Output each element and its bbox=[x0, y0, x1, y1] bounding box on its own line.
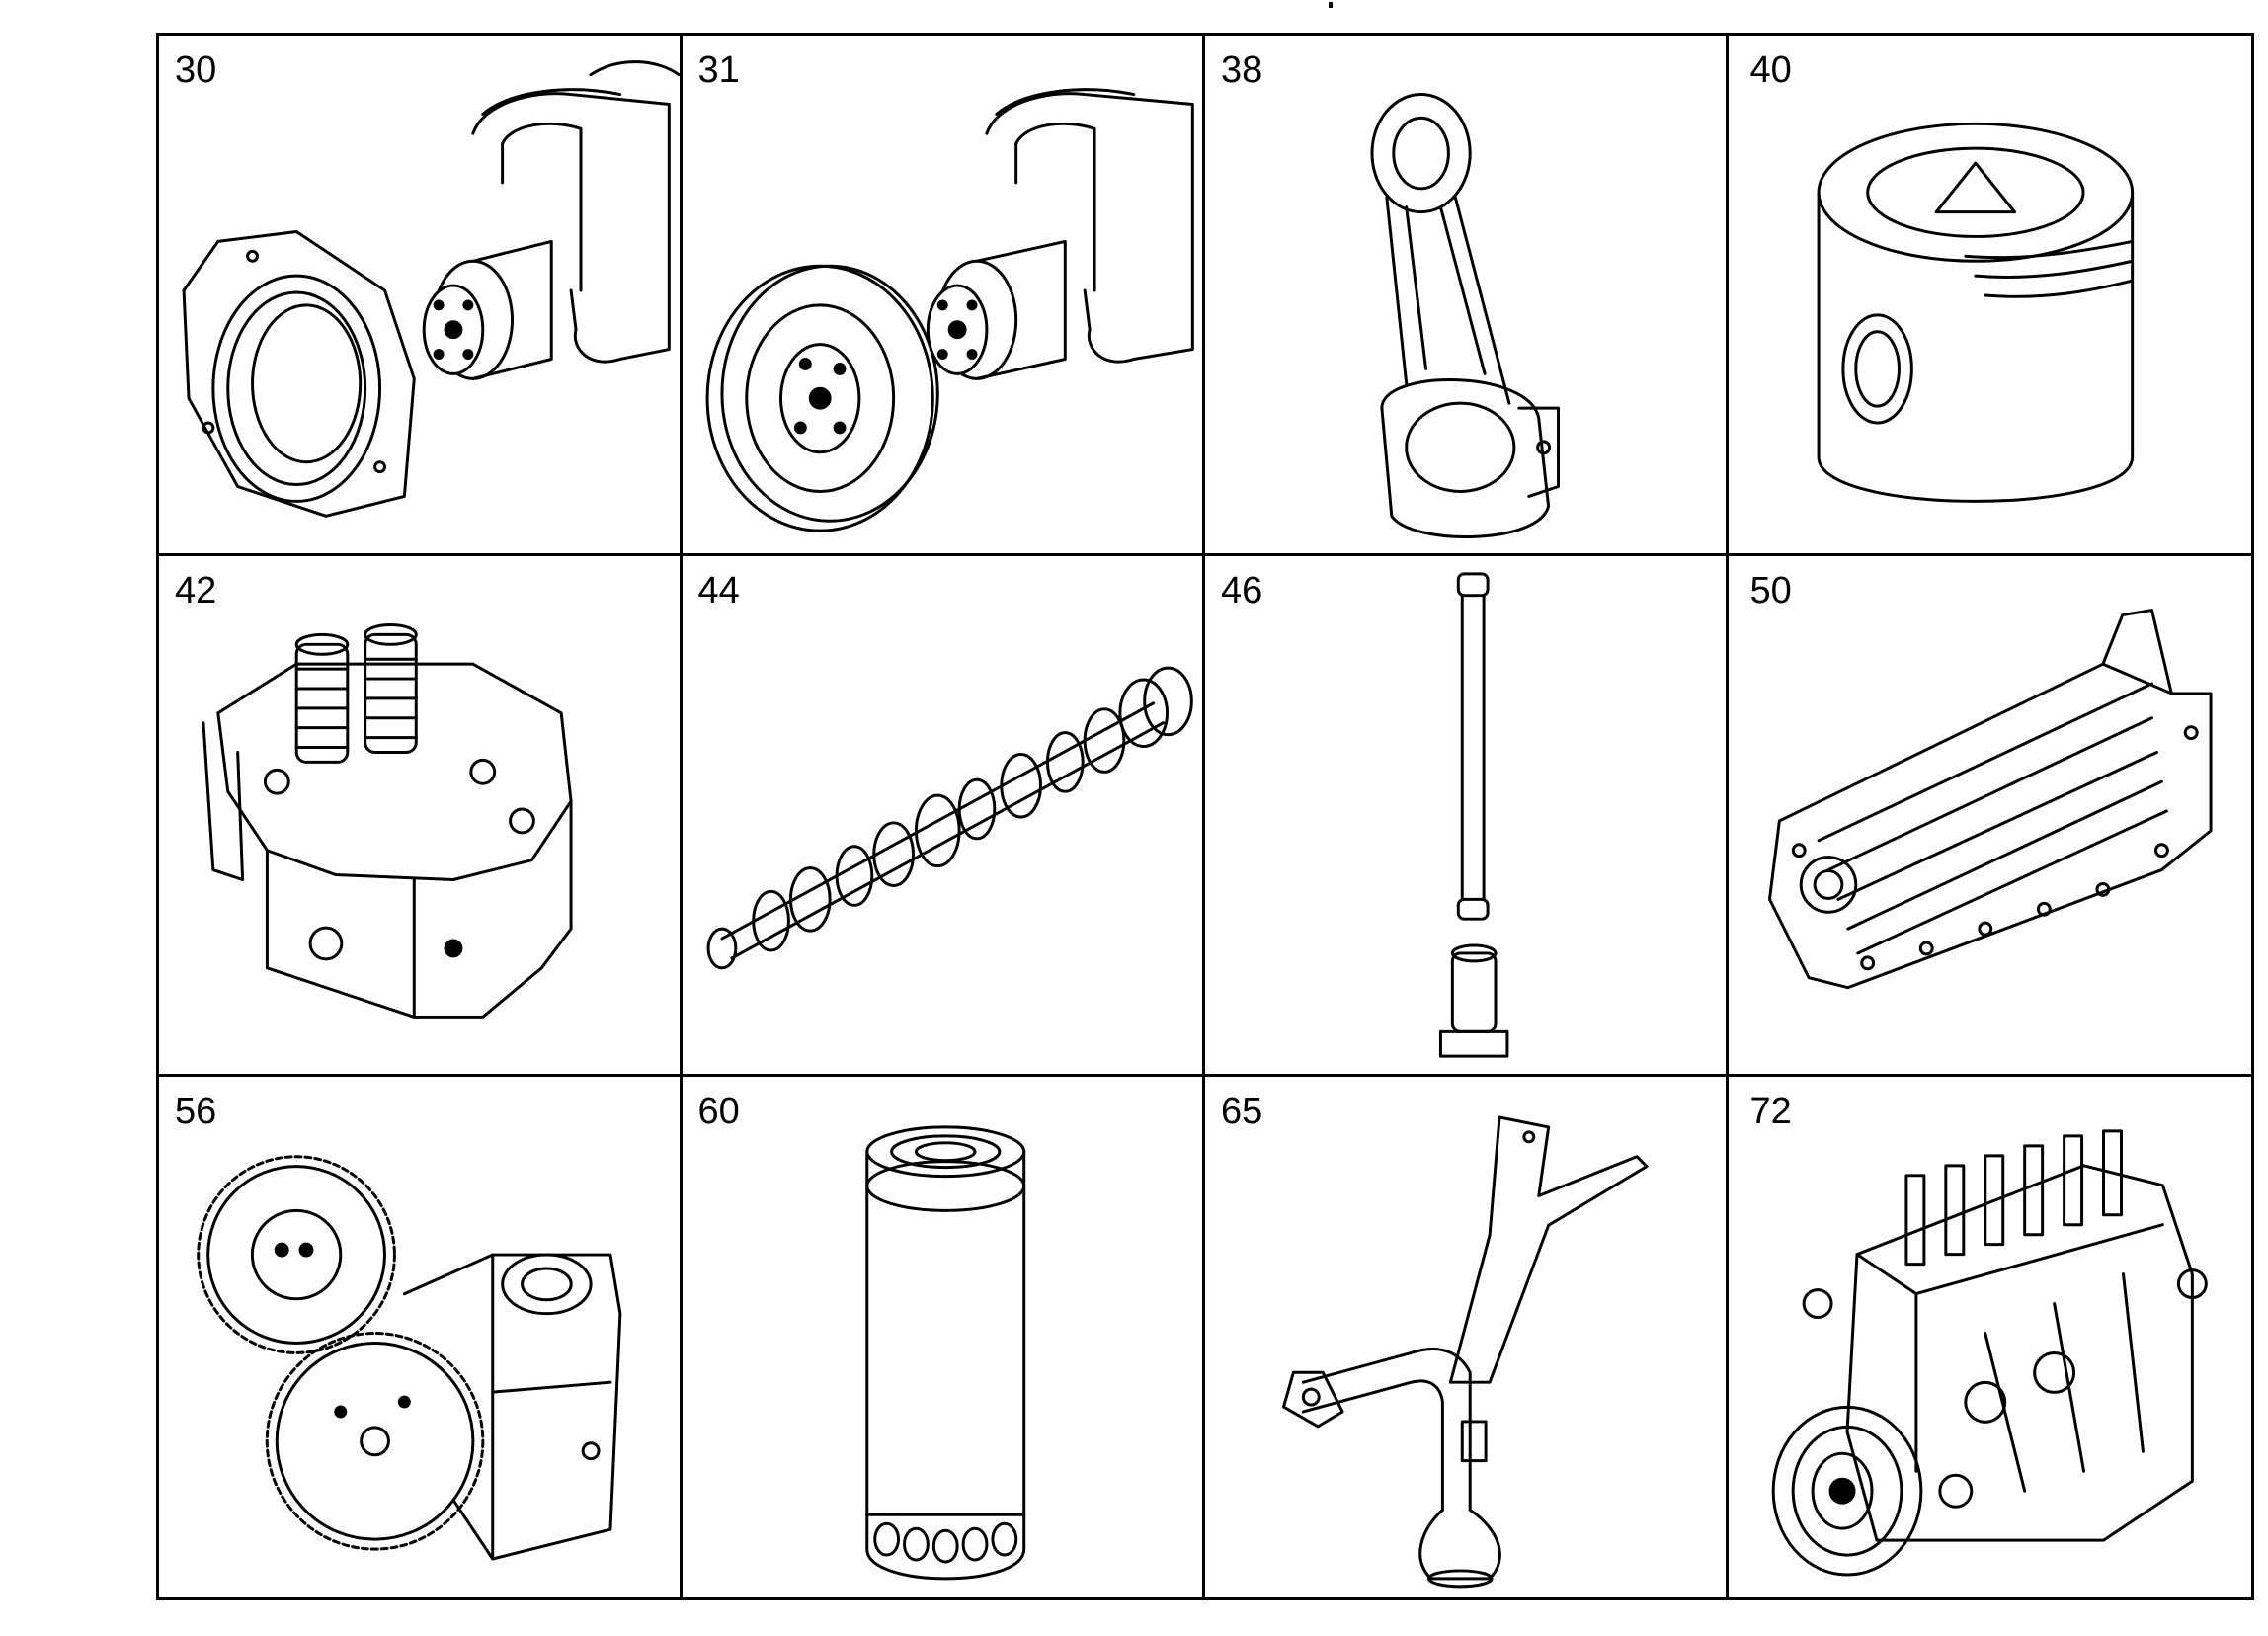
oil-suction-pipe-icon bbox=[1281, 1115, 1649, 1589]
pushrod-and-tappet-icon bbox=[1438, 572, 1509, 1058]
piston-icon bbox=[1817, 122, 2134, 503]
part-number: 60 bbox=[697, 1091, 740, 1132]
connecting-rod-icon bbox=[1370, 93, 1561, 538]
part-number: 42 bbox=[175, 570, 217, 612]
part-cell-44[interactable]: 44 bbox=[682, 556, 1205, 1077]
part-cell-46[interactable]: 46 bbox=[1205, 556, 1729, 1077]
part-number: 30 bbox=[175, 49, 217, 91]
camshaft-icon bbox=[706, 666, 1193, 970]
parts-grid: 30 31 bbox=[156, 33, 2254, 1600]
part-number: 40 bbox=[1749, 49, 1792, 91]
part-number: 72 bbox=[1749, 1091, 1792, 1132]
oil-pump-icon bbox=[197, 1155, 622, 1561]
part-cell-31[interactable]: 31 bbox=[682, 36, 1205, 556]
part-cell-72[interactable]: 72 bbox=[1729, 1077, 2252, 1597]
page-mark bbox=[1329, 2, 1333, 8]
part-number: 31 bbox=[697, 49, 740, 91]
injection-pump-icon bbox=[1771, 1129, 2208, 1577]
part-cell-56[interactable]: 56 bbox=[159, 1077, 683, 1597]
part-number: 65 bbox=[1221, 1091, 1263, 1132]
part-number: 46 bbox=[1221, 570, 1263, 612]
part-cell-38[interactable]: 38 bbox=[1205, 36, 1729, 556]
part-number: 38 bbox=[1221, 49, 1263, 91]
part-cell-60[interactable]: 60 bbox=[683, 1077, 1205, 1597]
oil-cooler-icon bbox=[1767, 609, 2213, 990]
part-number: 56 bbox=[175, 1091, 217, 1132]
part-cell-40[interactable]: 40 bbox=[1728, 36, 2251, 556]
part-number: 50 bbox=[1749, 570, 1792, 612]
part-cell-50[interactable]: 50 bbox=[1728, 556, 2251, 1077]
part-cell-42[interactable]: 42 bbox=[159, 556, 683, 1077]
part-cell-65[interactable]: 65 bbox=[1205, 1077, 1729, 1597]
cylinder-head-icon bbox=[202, 622, 573, 1019]
oil-filter-icon bbox=[864, 1125, 1025, 1581]
crankshaft-with-pulley-icon bbox=[705, 88, 1194, 532]
part-cell-30[interactable]: 30 bbox=[159, 36, 683, 556]
crankshaft-with-rear-seal-icon bbox=[182, 60, 680, 518]
part-number: 44 bbox=[697, 570, 740, 612]
